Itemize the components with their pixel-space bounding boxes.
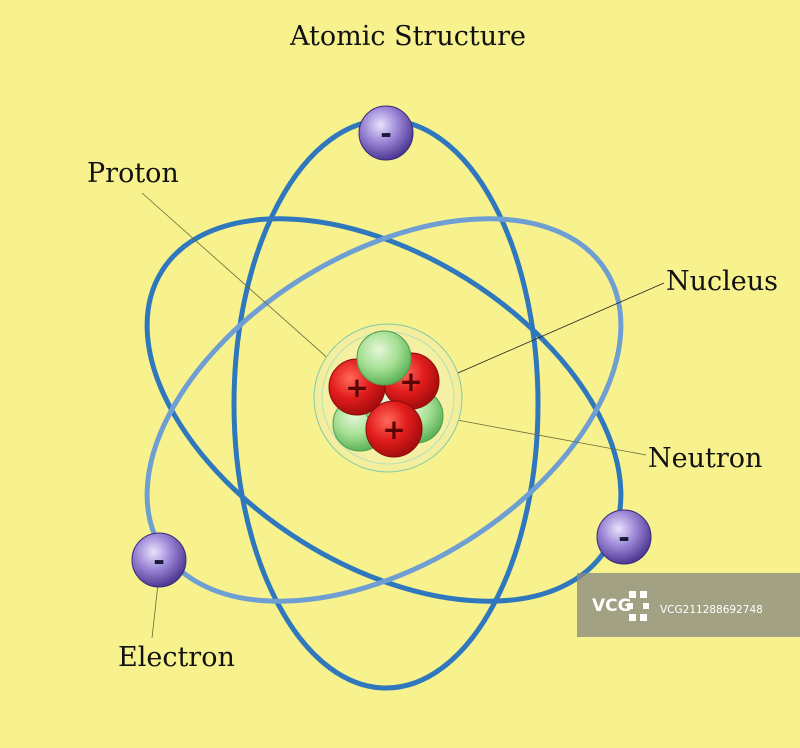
nucleus-leader-line — [457, 282, 665, 374]
label-proton: Proton — [87, 158, 179, 189]
electrons: - - - — [131, 105, 652, 588]
label-neutron: Neutron — [648, 443, 762, 474]
label-electron: Electron — [118, 642, 235, 673]
nucleus: + + + — [313, 323, 463, 473]
proton-particle — [365, 400, 423, 458]
electron-leader-line — [151, 583, 159, 639]
proton-charge-symbol: + — [382, 413, 405, 446]
label-nucleus: Nucleus — [666, 266, 778, 297]
leader-lines — [141, 192, 665, 639]
electron-particle — [596, 509, 652, 565]
watermark: VCG VCG211288692748 — [577, 573, 800, 637]
electron-charge-symbol: - — [380, 117, 392, 150]
electron-particle — [358, 105, 414, 161]
watermark-id: VCG211288692748 — [660, 604, 763, 616]
electron-charge-symbol: - — [153, 544, 165, 577]
electron-particle — [131, 532, 187, 588]
electron-charge-symbol: - — [618, 521, 630, 554]
proton-leader-line — [141, 192, 359, 386]
watermark-background — [577, 573, 800, 637]
watermark-brand: VCG — [592, 596, 632, 616]
neutron-particle — [356, 330, 412, 386]
neutron-leader-line — [429, 414, 647, 456]
proton-charge-symbol: + — [399, 365, 422, 398]
proton-charge-symbol: + — [345, 371, 368, 404]
diagram-title: Atomic Structure — [289, 21, 526, 52]
watermark-logo-icon — [627, 591, 649, 621]
